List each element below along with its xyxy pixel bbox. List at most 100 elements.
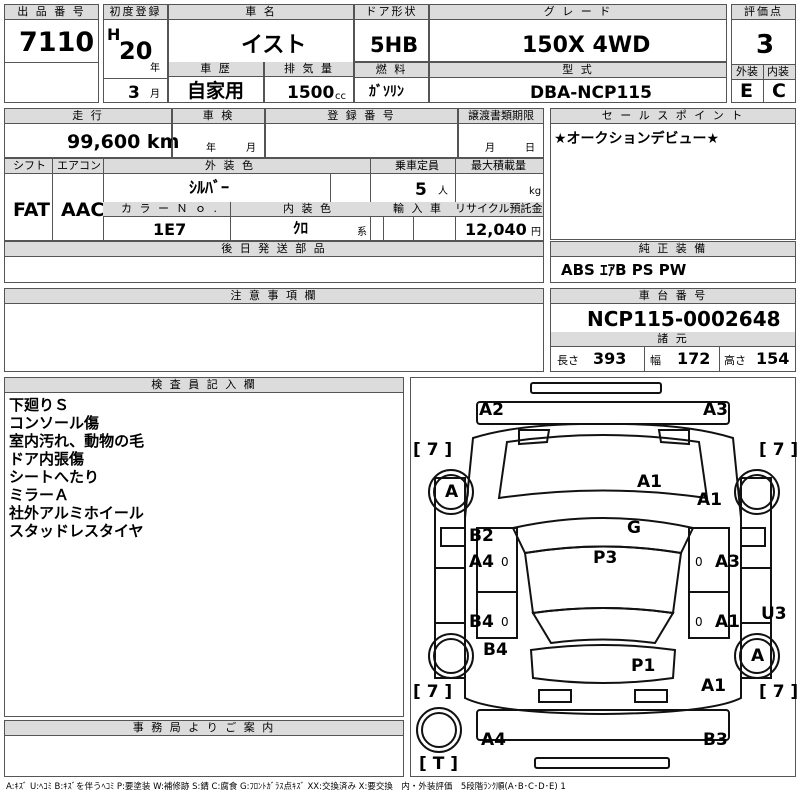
- mark-a-tire-rr: A: [751, 646, 765, 666]
- mark-a1-door-rr: A1: [715, 612, 740, 632]
- inspector-line: 下廻りＳ: [9, 396, 70, 414]
- mark-b3: B3: [703, 730, 728, 750]
- score-label: 評価点: [732, 5, 795, 20]
- car-diagram: A2 A3 [ 7 ] [ 7 ] A A1 A1 G B2 A4 0 P3 0…: [410, 377, 799, 777]
- model-label: 型 式: [430, 63, 726, 78]
- interior-unit: 系: [357, 227, 367, 238]
- zero-mark: 0: [695, 555, 703, 569]
- length-value: 393: [593, 349, 627, 368]
- first-reg-label: 初度登録: [104, 5, 167, 20]
- mark-b4-rear: B4: [483, 640, 508, 660]
- color-label: 外 装 色: [205, 159, 255, 172]
- maxload-label: 最大積載量: [471, 159, 526, 172]
- mileage-label: 走 行: [5, 109, 171, 124]
- exterior-color: ｼﾙﾊﾞｰ: [189, 178, 230, 197]
- displacement-cell: 排 気 量 1500 cc: [264, 62, 354, 103]
- fuel: ｶﾞｿﾘﾝ: [369, 84, 404, 100]
- interior-color-label: 内 装 色: [283, 202, 333, 215]
- mark-u3: U3: [761, 604, 787, 624]
- transfer-label: 譲渡書類期限: [459, 109, 543, 124]
- month-unit: 月: [150, 89, 160, 100]
- zero-mark: 0: [501, 615, 509, 629]
- model-cell: 型 式 DBA-NCP115: [429, 62, 727, 103]
- color-number: 1E7: [153, 220, 187, 239]
- inspection-month-unit: 月: [246, 143, 256, 154]
- year-unit: 年: [150, 63, 160, 74]
- inspector-lines: 下廻りＳ コンソール傷 室内汚れ、動物の毛 ドア内張傷 シートへたり ミラーＡ …: [9, 396, 144, 540]
- mark-a1-rear: A1: [701, 676, 726, 696]
- inspection-cell: 車 検 年 月: [172, 108, 265, 158]
- equipment-label: 純 正 装 備: [551, 242, 795, 257]
- mark-a3-door-r: A3: [715, 552, 740, 572]
- history-label: 車 歴: [169, 62, 263, 77]
- chassis-number: NCP115-0002648: [587, 307, 781, 331]
- capacity-unit: 人: [438, 186, 448, 197]
- mark-p1: P1: [631, 656, 656, 676]
- model-code: DBA-NCP115: [530, 83, 652, 103]
- displacement-label: 排 気 量: [265, 62, 353, 77]
- door-type: 5HB: [370, 33, 419, 57]
- car-outline-drawing: [416, 382, 780, 769]
- reg-number-label: 登 録 番 号: [266, 109, 457, 124]
- height-value: 154: [756, 349, 790, 368]
- spec-header-row: シフト エアコン 外 装 色 乗車定員 最大積載量: [5, 159, 543, 174]
- grade-label: グ レ ー ド: [430, 5, 726, 20]
- sales-point-text: ★オークションデビュー★: [554, 131, 720, 147]
- reg-month: 3: [128, 83, 140, 103]
- transfer-cell: 譲渡書類期限 月 日: [458, 108, 544, 158]
- interior-color: ｸﾛ: [293, 219, 309, 237]
- zero-mark: 0: [501, 555, 509, 569]
- mark-g: G: [627, 518, 641, 538]
- door-cell: ドア形状 5HB: [354, 4, 429, 62]
- sales-point-label: セ ー ル ス ポ イ ン ト: [551, 109, 795, 124]
- height-label: 高さ: [724, 354, 746, 367]
- bracket-7-rr: [ 7 ]: [759, 682, 799, 702]
- inspector-line: 室内汚れ、動物の毛: [9, 432, 145, 450]
- colorno-label: カ ラ ー Ｎ ｏ .: [121, 202, 219, 215]
- fuel-cell: 燃 料 ｶﾞｿﾘﾝ: [354, 62, 429, 103]
- capacity: 5: [415, 180, 427, 200]
- sales-point-cell: セ ー ル ス ポ イ ン ト ★オークションデビュー★: [550, 108, 796, 240]
- displacement-unit: cc: [335, 91, 346, 102]
- mark-b2: B2: [469, 526, 494, 546]
- equipment-cell: 純 正 装 備 ABS ｴｱB PS PW: [550, 241, 796, 283]
- maxload-unit: kg: [529, 186, 542, 197]
- displacement: 1500: [287, 83, 335, 103]
- grade: 150X 4WD: [522, 33, 651, 58]
- inspector-notes-cell: 検 査 員 記 入 欄 下廻りＳ コンソール傷 室内汚れ、動物の毛 ドア内張傷 …: [4, 377, 404, 717]
- door-label: ドア形状: [355, 5, 428, 20]
- ac-type: AAC: [61, 199, 105, 221]
- ac-label: エアコン: [57, 159, 101, 172]
- recycle-unit: 円: [531, 227, 541, 238]
- spec-grid: シフト エアコン 外 装 色 乗車定員 最大積載量 FAT AAC ｼﾙﾊﾞｰ …: [4, 158, 544, 242]
- exterior-grade: E: [740, 80, 753, 102]
- office-label: 事 務 局 よ り ご 案 内: [5, 721, 403, 736]
- inspector-label: 検 査 員 記 入 欄: [5, 378, 403, 393]
- transfer-day-unit: 日: [525, 143, 535, 154]
- inspector-line: スタッドレスタイヤ: [9, 522, 144, 540]
- inspector-line: ドア内張傷: [9, 450, 85, 468]
- inspector-line: シートへたり: [9, 468, 100, 486]
- car-name-label: 車 名: [169, 5, 353, 20]
- dims-label: 諸 元: [551, 332, 795, 347]
- mark-a4-rear-bumper: A4: [481, 730, 506, 750]
- inspection-label: 車 検: [173, 109, 264, 124]
- shift: FAT: [13, 199, 50, 221]
- reg-number-cell: 登 録 番 号: [265, 108, 458, 158]
- inspection-year-unit: 年: [206, 143, 216, 154]
- notes-cell: 注 意 事 項 欄: [4, 288, 544, 372]
- spec-header-row-2: カ ラ ー Ｎ ｏ . 内 装 色 輸 入 車 リサイクル預託金: [103, 202, 543, 217]
- history-cell: 車 歴 自家用: [168, 62, 264, 103]
- grade-cell: グ レ ー ド 150X 4WD: [429, 4, 727, 62]
- recycle-label: リサイクル預託金: [455, 202, 543, 215]
- import-label: 輸 入 車: [393, 202, 443, 215]
- reg-year: 20: [119, 37, 153, 65]
- recycle-amount: 12,040: [465, 220, 527, 239]
- width-value: 172: [677, 349, 711, 368]
- inspector-line: コンソール傷: [9, 414, 100, 432]
- chassis-label: 車 台 番 号: [551, 289, 795, 304]
- inspector-line: 社外アルミホイール: [9, 504, 144, 522]
- mark-b4: B4: [469, 612, 494, 632]
- mark-a1-hood: A1: [637, 472, 662, 492]
- mileage-cell: 走 行 99,600 km: [4, 108, 179, 158]
